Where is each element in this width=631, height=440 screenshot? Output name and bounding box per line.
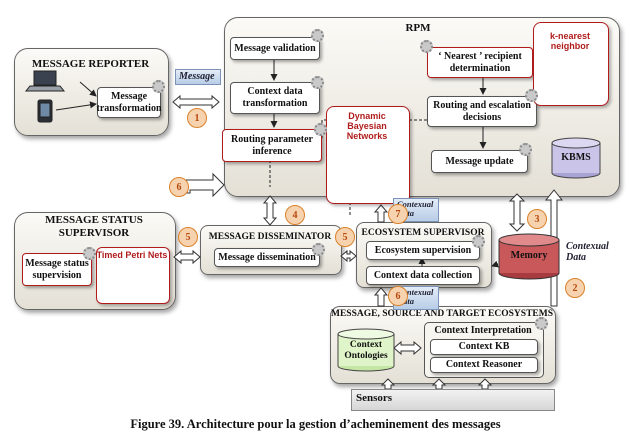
step-5-badge-left: 5: [178, 227, 198, 247]
message-disseminator-title: MESSAGE DISSEMINATOR: [208, 232, 332, 242]
arrow-up-ecosystem-rpm: [373, 204, 389, 223]
knn-callout-title: k-nearest neighbor: [549, 31, 591, 51]
routing-parameter-inference-box: Routing parameter inference: [222, 129, 322, 162]
message-reporter-title: MESSAGE REPORTER: [31, 58, 150, 70]
step-5-badge-right: 5: [335, 227, 355, 247]
message-validation-box: Message validation: [230, 37, 320, 60]
double-arrow-ontology-interpretation: [393, 340, 422, 356]
memory-label: Memory: [510, 250, 548, 261]
gear-icon: [311, 76, 324, 89]
nearest-recipient-determination-box: ‘ Nearest ’ recipient determination: [427, 47, 533, 78]
arrow-up-ecosystems-supervisor: [373, 287, 389, 307]
context-ontologies-label: Context Ontologies: [344, 340, 388, 361]
memory-cylinder: [498, 233, 560, 280]
kbms-cylinder: [551, 137, 601, 179]
gear-icon: [83, 247, 96, 260]
tpn-callout-title: Timed Petri Nets: [96, 250, 168, 260]
step-3-badge: 3: [527, 209, 547, 229]
ecosystem-supervisor-title: ECOSYSTEM SUPERVISOR: [361, 228, 485, 238]
double-arrow-rpm-disseminator: [262, 195, 278, 226]
routing-escalation-decisions-box: Routing and escalation decisions: [427, 96, 537, 127]
knn-callout: [533, 22, 609, 106]
sensor-arrow-2: [431, 378, 447, 390]
sensor-arrow-1: [380, 378, 396, 390]
message-update-box: Message update: [431, 150, 528, 173]
step-1-badge: 1: [187, 108, 207, 128]
gear-icon: [525, 89, 538, 102]
message-source-target-ecosystems-title: MESSAGE, SOURCE AND TARGET ECOSYSTEMS: [331, 309, 553, 319]
dbn-callout-title: Dynamic Bayesian Networks: [346, 111, 388, 141]
contextual-data-label-2: Contexual Data: [566, 241, 609, 263]
context-data-transformation-box: Context data transformation: [230, 82, 320, 114]
step-2-badge: 2: [565, 278, 585, 298]
sensors-bar: [351, 389, 555, 411]
sensors-label: Sensors: [356, 392, 393, 404]
gear-icon: [311, 29, 324, 42]
tpn-callout: [96, 247, 170, 304]
gear-icon: [420, 40, 433, 53]
message-status-supervision-box: Message status supervision: [22, 253, 92, 286]
context-kb-box: Context KB: [430, 339, 538, 355]
arrow-laptop-to-transformation: [79, 81, 97, 97]
step-4-badge: 4: [285, 205, 305, 225]
gear-icon: [312, 243, 325, 256]
ecosystem-supervision-box: Ecosystem supervision: [366, 241, 480, 260]
gear-icon: [314, 123, 327, 136]
step-6-badge-lower: 6: [388, 286, 408, 306]
laptop-icon: [24, 70, 66, 92]
phone-icon: [37, 99, 53, 123]
arrow-memory-to-collection: [491, 260, 499, 268]
message-dissemination-box: Message dissemination: [214, 248, 320, 267]
gear-icon: [152, 80, 165, 93]
figure-caption: Figure 39. Architecture pour la gestion …: [130, 417, 501, 431]
dbn-callout: [326, 106, 410, 204]
gear-icon: [472, 235, 485, 248]
double-arrow-rpm-memory: [508, 193, 526, 232]
step-6-badge-upper: 6: [169, 177, 189, 197]
context-data-collection-box: Context data collection: [366, 266, 480, 285]
sensor-arrow-3: [477, 378, 493, 390]
message-status-supervisor-title: MESSAGE STATUS SUPERVISOR: [45, 214, 143, 239]
kbms-label: KBMS: [561, 152, 591, 163]
double-arrow-status-disseminator: [173, 249, 201, 265]
context-interpretation-label: Context Interpretation: [434, 325, 532, 336]
message-transformation-box: Message transformation: [97, 87, 162, 118]
message-flag: Message: [175, 69, 221, 85]
step-7-badge: 7: [388, 204, 408, 224]
double-arrow-reporter-rpm: [172, 94, 220, 110]
gear-icon: [535, 317, 548, 330]
double-arrow-disseminator-ecosystem: [340, 249, 357, 263]
context-ontologies-cylinder: [337, 328, 395, 372]
arrow-status-to-rpm: [181, 172, 225, 198]
arrow-phone-to-transformation: [55, 101, 97, 111]
rpm-title: RPM: [405, 22, 431, 34]
context-reasoner-box: Context Reasoner: [430, 357, 538, 373]
gear-icon: [519, 143, 532, 156]
